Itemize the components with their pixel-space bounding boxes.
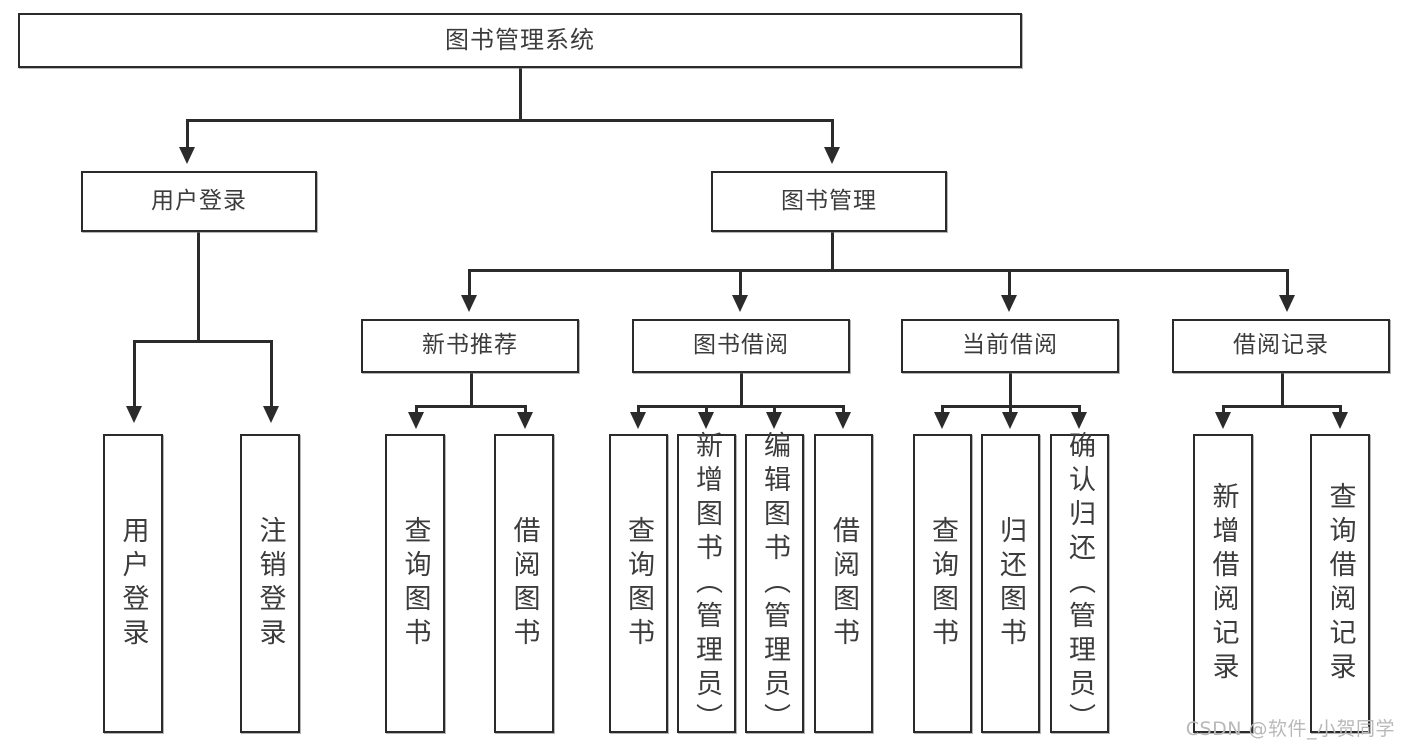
connector-drop-leaf-user-login [133,340,136,408]
connector-drop-user-login [186,119,189,149]
node-label: 新增图书（管理员） [691,430,722,737]
node-label: 查询借阅记录 [1324,481,1356,686]
connector-drop-leaf-borrow-book-1 [524,405,527,417]
leaf-user-login[interactable]: 用户登录 [103,434,163,733]
connector-borrow-record-stem [1281,373,1284,407]
leaf-return-book[interactable]: 归还图书 [981,434,1040,733]
arrow-to-leaf-confirm-return [1071,412,1087,429]
leaf-query-borrow-record[interactable]: 查询借阅记录 [1310,434,1370,733]
node-book-borrow[interactable]: 图书借阅 [632,319,850,373]
leaf-edit-book-admin[interactable]: 编辑图书（管理员） [745,431,804,737]
node-label: 归还图书 [995,515,1026,652]
arrow-to-leaf-add-book [698,412,714,429]
arrow-to-new-book-rec [461,295,477,312]
arrow-to-leaf-borrow-book-2 [835,412,851,429]
arrow-to-leaf-return-book [1002,412,1018,429]
connector-drop-book-manage [831,119,834,149]
connector-drop-borrow-record [1286,269,1289,297]
leaf-add-book-admin[interactable]: 新增图书（管理员） [677,431,736,737]
connector-user-login-bus [133,340,273,343]
connector-drop-leaf-add-book [705,405,708,417]
connector-drop-leaf-edit-book [773,405,776,417]
node-borrow-record[interactable]: 借阅记录 [1172,319,1390,373]
connector-book-borrow-bus [637,405,845,408]
node-label: 图书管理系统 [445,26,595,55]
connector-current-borrow-stem [1009,373,1012,407]
node-label: 当前借阅 [962,332,1058,359]
node-root-system[interactable]: 图书管理系统 [18,13,1022,68]
leaf-query-book-recommend[interactable]: 查询图书 [385,434,445,733]
connector-drop-new-book-rec [468,269,471,297]
connector-drop-leaf-query-record [1339,405,1342,417]
node-label: 新书推荐 [422,332,518,359]
leaf-borrow-book[interactable]: 借阅图书 [814,434,873,733]
connector-drop-leaf-return-book [1009,405,1012,417]
connector-drop-leaf-query-book-1 [415,405,418,417]
leaf-query-book-borrow[interactable]: 查询图书 [609,434,668,733]
connector-root-bus [186,119,834,122]
arrow-to-book-borrow [732,295,748,312]
arrow-to-leaf-query-book-1 [408,412,424,429]
arrow-to-user-login [179,147,195,164]
arrow-to-leaf-add-record [1215,412,1231,429]
arrow-to-leaf-query-record [1332,412,1348,429]
connector-drop-current-borrow [1008,269,1011,297]
arrow-to-current-borrow [1001,295,1017,312]
connector-drop-leaf-query-book-3 [941,405,944,417]
leaf-add-borrow-record[interactable]: 新增借阅记录 [1193,434,1253,733]
arrow-to-borrow-record [1279,295,1295,312]
connector-user-login-stem [197,232,200,342]
node-book-management[interactable]: 图书管理 [711,171,947,232]
node-label: 新增借阅记录 [1207,481,1239,686]
node-label: 借阅图书 [828,515,859,652]
leaf-logout[interactable]: 注销登录 [240,434,300,733]
arrow-to-leaf-borrow-book-1 [517,412,533,429]
connector-drop-leaf-confirm-return [1078,405,1081,417]
node-label: 图书管理 [781,187,877,214]
connector-book-manage-stem [831,232,834,271]
node-user-login[interactable]: 用户登录 [81,171,317,232]
node-current-borrow[interactable]: 当前借阅 [901,319,1119,373]
node-label: 查询图书 [399,515,431,652]
node-label: 图书借阅 [693,332,789,359]
node-label: 借阅图书 [508,515,540,652]
connector-borrow-record-bus [1222,405,1342,408]
node-label: 查询图书 [623,515,654,652]
connector-book-borrow-stem [740,373,743,407]
node-label: 编辑图书（管理员） [759,430,790,737]
connector-root-stem [519,68,522,121]
connector-drop-leaf-query-book-2 [637,405,640,417]
node-label: 确认归还（管理员） [1064,430,1095,737]
connector-drop-leaf-borrow-book-2 [842,405,845,417]
arrow-to-leaf-user-login [126,406,142,423]
leaf-confirm-return-admin[interactable]: 确认归还（管理员） [1050,431,1109,737]
csdn-watermark: CSDN @软件_小贺同学 [1185,718,1395,740]
connector-drop-leaf-logout [270,340,273,408]
node-label: 借阅记录 [1233,332,1329,359]
connector-book-manage-bus [468,269,1289,272]
connector-new-book-rec-stem [470,373,473,407]
node-new-book-recommend[interactable]: 新书推荐 [361,319,579,373]
connector-new-book-rec-bus [415,405,527,408]
arrow-to-leaf-query-book-2 [630,412,646,429]
node-label: 用户登录 [117,515,149,652]
node-label: 注销登录 [254,515,286,652]
connector-drop-leaf-add-record [1222,405,1225,417]
node-label: 用户登录 [151,187,247,214]
leaf-borrow-book-recommend[interactable]: 借阅图书 [494,434,554,733]
node-label: 查询图书 [927,515,958,652]
arrow-to-leaf-query-book-3 [934,412,950,429]
leaf-query-book-current[interactable]: 查询图书 [913,434,972,733]
arrow-to-leaf-edit-book [766,412,782,429]
arrow-to-book-manage [824,147,840,164]
arrow-to-leaf-logout [263,406,279,423]
connector-drop-book-borrow [739,269,742,297]
